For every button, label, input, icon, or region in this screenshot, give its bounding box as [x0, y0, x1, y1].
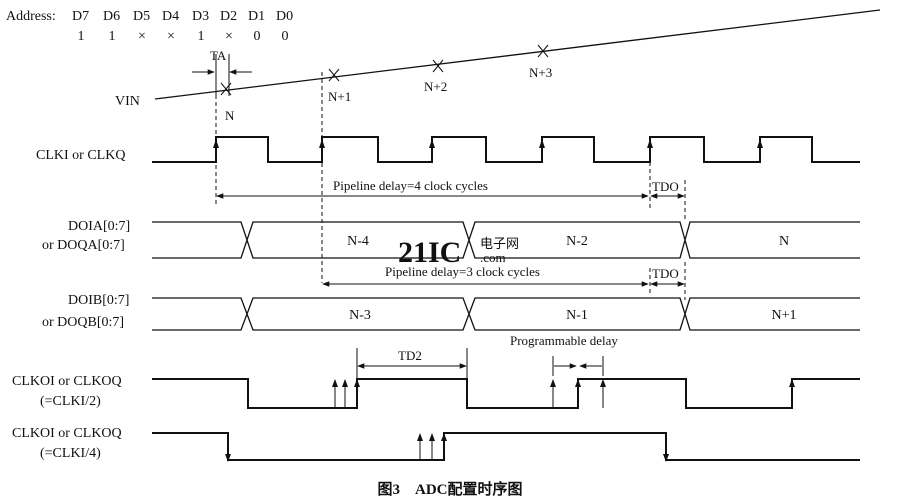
ta-label: TA	[210, 48, 227, 63]
clko4-edge-arrows	[225, 433, 669, 462]
clk-rising-arrows	[213, 139, 763, 148]
clko2-label-line2: (=CLKI/2)	[40, 394, 101, 409]
watermark-domain: .com	[480, 250, 506, 265]
bit-d3: D3	[192, 9, 209, 24]
value-d5: ×	[138, 29, 146, 44]
clko2-programmable-edges	[334, 380, 604, 408]
sample-cross-n3	[537, 44, 549, 58]
vin-ramp	[154, 9, 881, 100]
sample-n2: N+2	[424, 79, 447, 94]
vin-label: VIN	[115, 94, 140, 109]
dob-value-1: N-3	[349, 308, 371, 323]
dob-value-3: N+1	[771, 308, 796, 323]
value-d4: ×	[167, 29, 175, 44]
clko4-waveform	[152, 432, 860, 461]
bit-d7: D7	[72, 9, 89, 24]
doa-label-line1: DOIA[0:7]	[68, 219, 130, 234]
td2-label: TD2	[398, 348, 422, 363]
sample-cross-n1	[328, 68, 340, 82]
watermark-logo: 21IC	[398, 236, 461, 269]
dob-label-line1: DOIB[0:7]	[68, 293, 129, 308]
sample-n3: N+3	[529, 65, 552, 80]
value-d1: 0	[254, 29, 261, 44]
bit-d4: D4	[162, 9, 179, 24]
address-label: Address:	[6, 9, 56, 24]
clko4-label-line2: (=CLKI/4)	[40, 446, 101, 461]
figure-caption: 图3 ADC配置时序图	[378, 480, 523, 498]
dob-value-2: N-1	[566, 308, 588, 323]
doa-bus	[152, 221, 860, 259]
sample-n: N	[225, 108, 235, 123]
doa-value-3: N	[779, 234, 789, 249]
value-d2: ×	[225, 29, 233, 44]
clk-label: CLKI or CLKQ	[36, 148, 125, 163]
value-d0: 0	[282, 29, 289, 44]
tdo-b-label: TDO	[652, 266, 679, 281]
clko4-label-line1: CLKOI or CLKOQ	[12, 426, 122, 441]
dob-label-line2: or DOQB[0:7]	[42, 315, 124, 330]
sample-n1: N+1	[328, 89, 351, 104]
doa-value-1: N-4	[347, 234, 369, 249]
pipeline-b-label: Pipeline delay=3 clock cycles	[385, 264, 540, 279]
doa-label-line2: or DOQA[0:7]	[42, 238, 125, 253]
clko2-rising-arrows	[332, 379, 795, 387]
bit-d2: D2	[220, 9, 237, 24]
clko2-waveform	[152, 378, 860, 409]
value-d3: 1	[198, 29, 205, 44]
doa-value-2: N-2	[566, 234, 588, 249]
value-d7: 1	[78, 29, 85, 44]
clko2-label-line1: CLKOI or CLKOQ	[12, 374, 122, 389]
sample-cross-n2	[432, 59, 444, 73]
tdo-a-label: TDO	[652, 179, 679, 194]
bit-d0: D0	[276, 9, 293, 24]
bit-d1: D1	[248, 9, 265, 24]
bit-d6: D6	[103, 9, 120, 24]
watermark-sub: 电子网	[480, 236, 519, 251]
sample-cross-n	[220, 82, 232, 96]
dob-bus	[152, 297, 860, 331]
pipeline-a-label: Pipeline delay=4 clock cycles	[333, 178, 488, 193]
programmable-delay-label: Programmable delay	[510, 333, 618, 348]
value-d6: 1	[109, 29, 116, 44]
clk-waveform	[152, 136, 860, 163]
bit-d5: D5	[133, 9, 150, 24]
